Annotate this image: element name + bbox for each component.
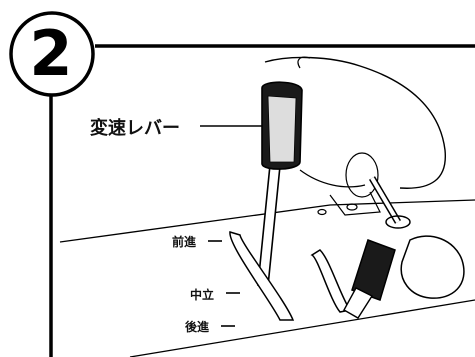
gear-shift-lever-label: 変速レバー	[90, 118, 180, 139]
step-number: 2	[29, 17, 73, 90]
gear-neutral-label: 中立	[190, 288, 215, 302]
lever-shaft	[257, 164, 281, 287]
shift-gate	[229, 231, 295, 321]
step-badge	[9, 11, 95, 97]
gear-forward-label: 前進	[172, 235, 197, 249]
panel-frame	[49, 44, 475, 357]
gear-reverse-label: 後進	[185, 320, 210, 334]
